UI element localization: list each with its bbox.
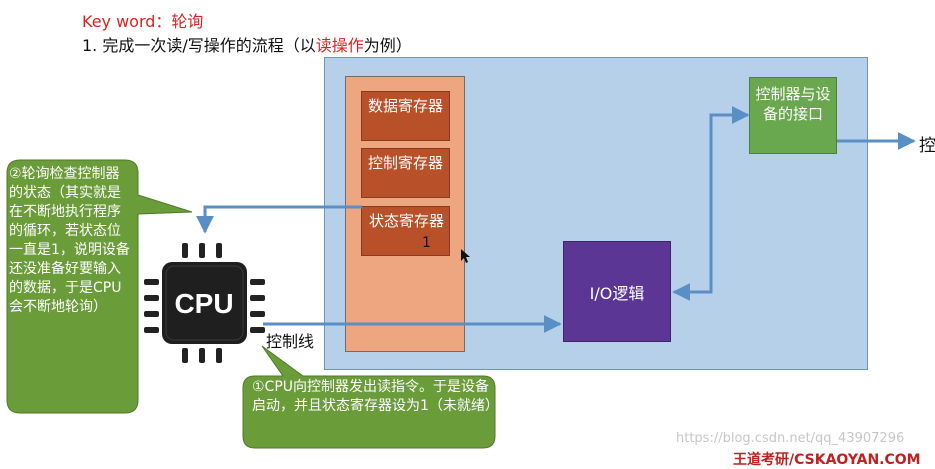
- io-logic-block: I/O逻辑: [563, 241, 671, 342]
- callout-read-text: ①CPU向控制器发出读指令。于是设备启动，并且状态寄存器设为1（未就绪）: [252, 379, 499, 414]
- polling-arrow: [196, 205, 362, 234]
- mouse-cursor-icon: [461, 249, 470, 263]
- callout-read-bubble: [242, 345, 496, 449]
- cpu-label: CPU: [174, 288, 233, 319]
- cpu-chip-icon: [144, 243, 265, 363]
- interface-io-arrow: [672, 106, 750, 301]
- control-line-label: 控制线: [266, 332, 315, 351]
- data-register: 数据寄存器: [361, 91, 450, 141]
- callout-polling-bubble: [6, 159, 193, 414]
- device-label-cut: 控: [919, 136, 935, 156]
- heading-text-after: 为例）: [363, 36, 412, 55]
- keyword-title: Key word：轮询: [82, 12, 204, 31]
- watermark-url: https://blog.csdn.net/qq_43907296: [676, 431, 905, 446]
- section-heading: 1. 完成一次读/写操作的流程（以读操作为例）: [82, 32, 412, 56]
- status-bit-value: 1: [422, 235, 431, 251]
- heading-text-before: 1. 完成一次读/写操作的流程（以: [82, 36, 316, 55]
- heading-highlight: 读操作: [315, 36, 364, 55]
- brand-footer: 王道考研/CSKAOYAN.COM: [733, 452, 921, 468]
- control-register: 控制寄存器: [361, 148, 450, 198]
- status-register: 状态寄存器: [361, 206, 450, 256]
- callout-polling-text: ②轮询检查控制器的状态（其实就是在不断地执行程序的循环，若状态位一直是1，说明设…: [9, 166, 130, 315]
